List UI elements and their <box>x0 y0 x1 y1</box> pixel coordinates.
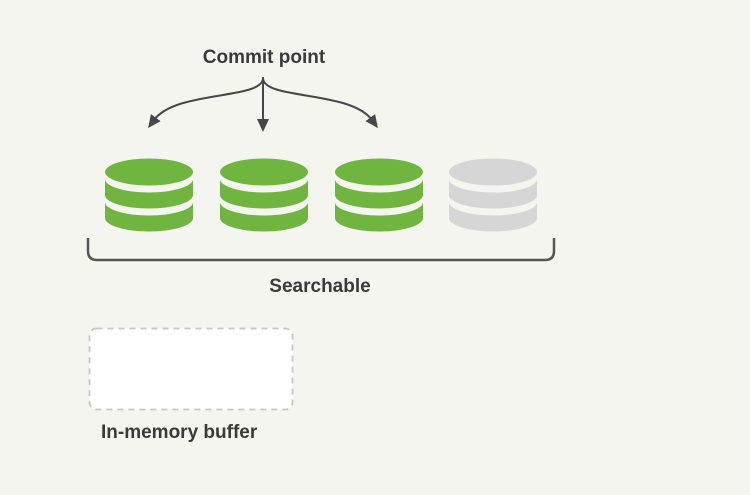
segment-database-icon-2 <box>220 158 308 232</box>
buffer-box-rect <box>88 327 294 411</box>
commit-arrows <box>148 77 378 132</box>
in-memory-buffer-box <box>88 327 294 411</box>
segment-database-icon-4 <box>449 158 537 232</box>
segment-1-fill <box>105 158 193 232</box>
segment-4-fill <box>449 158 537 232</box>
commit-arrow-right-icon <box>262 77 378 129</box>
bracket-path <box>86 238 556 262</box>
in-memory-buffer-label: In-memory buffer <box>101 422 258 443</box>
commit-arrow-left-icon <box>148 77 264 129</box>
segment-2-fill <box>220 158 308 232</box>
segment-database-icon-3 <box>335 158 423 232</box>
segment-database-icon-1 <box>105 158 193 232</box>
searchable-label: Searchable <box>269 276 371 297</box>
segment-3-fill <box>335 158 423 232</box>
searchable-bracket-icon <box>86 238 556 262</box>
commit-point-label: Commit point <box>202 47 326 68</box>
